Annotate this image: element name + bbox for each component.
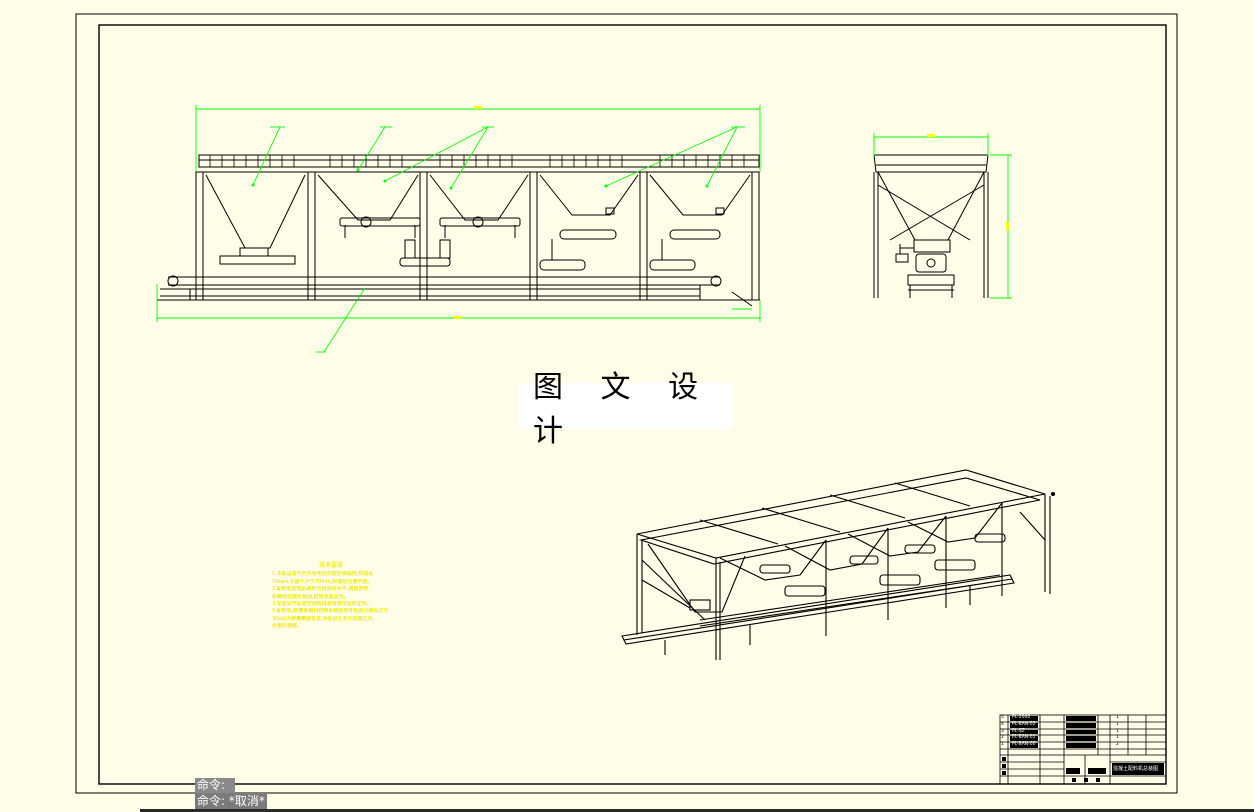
side-dimensions [873, 133, 1012, 299]
watermark-stamp: 图 文 设 计 [519, 370, 733, 449]
title-block-fills [1002, 716, 1164, 782]
status-bar [140, 809, 1254, 812]
title-row-qty: 1 [1116, 715, 1119, 720]
technical-requirements-notes: 技术要求 1.本机设备不允许有明显的变形和损伤,焊接处 10mm,长度不少于20… [272, 562, 390, 631]
drawing-title: 混凝土配料机总装图 [1113, 766, 1159, 772]
title-row-qty: 1 [1116, 722, 1119, 727]
notes-title: 技术要求 [318, 562, 343, 569]
notes-line: 3.安装完毕后需空运转检验各部件运转正常。 [272, 601, 372, 608]
notes-line: 各螺栓连接处紧固,皮带张紧适当。 [272, 593, 349, 600]
title-row-code: PL-BAN-02 [1012, 722, 1036, 727]
title-row-no: 5 [1001, 715, 1004, 720]
title-row-no: 2 [1001, 735, 1004, 740]
sheet-frame [75, 13, 1178, 794]
notes-line: 10mm,长度不少于20mm,焊缝应光滑平整。 [272, 578, 373, 585]
title-row-qty: 1 [1116, 735, 1119, 740]
notes-line: 30s以内称量精度要求,误差应在允许范围之内, [272, 615, 375, 622]
notes-line: 4.配料机,称量系统和控制系统各部件检验合格后方可 [272, 608, 389, 615]
title-row-no: 1 [1001, 742, 1004, 747]
title-row-code: PL-2000 [1012, 715, 1031, 720]
front-elevation-view [157, 154, 760, 307]
watermark-text: 图 文 设 计 [533, 370, 713, 449]
title-row-no: 4 [1001, 722, 1004, 727]
notes-line: 否则应调整。 [272, 623, 303, 630]
title-block [999, 714, 1167, 785]
isometric-view [621, 469, 1056, 660]
title-row-code: PL-SZ [1012, 729, 1025, 734]
title-row-no: 3 [1001, 729, 1004, 734]
notes-line: 1.本机设备不允许有明显的变形和损伤,焊接处 [272, 571, 374, 578]
title-row-qty: 2 [1116, 742, 1119, 747]
side-elevation-view [873, 154, 989, 298]
command-line-input[interactable]: 命令: *取消* [195, 794, 267, 809]
title-row-code: PL-BAN-00 [1012, 742, 1036, 747]
notes-line: 2.配料机安装后各料仓应保持水平,调整皮带, [272, 586, 370, 593]
front-dimensions [156, 105, 761, 353]
command-line-history: 命令: [195, 778, 235, 793]
title-row-qty: 1 [1116, 729, 1119, 734]
title-row-code: PL-BAN-01 [1012, 735, 1036, 740]
